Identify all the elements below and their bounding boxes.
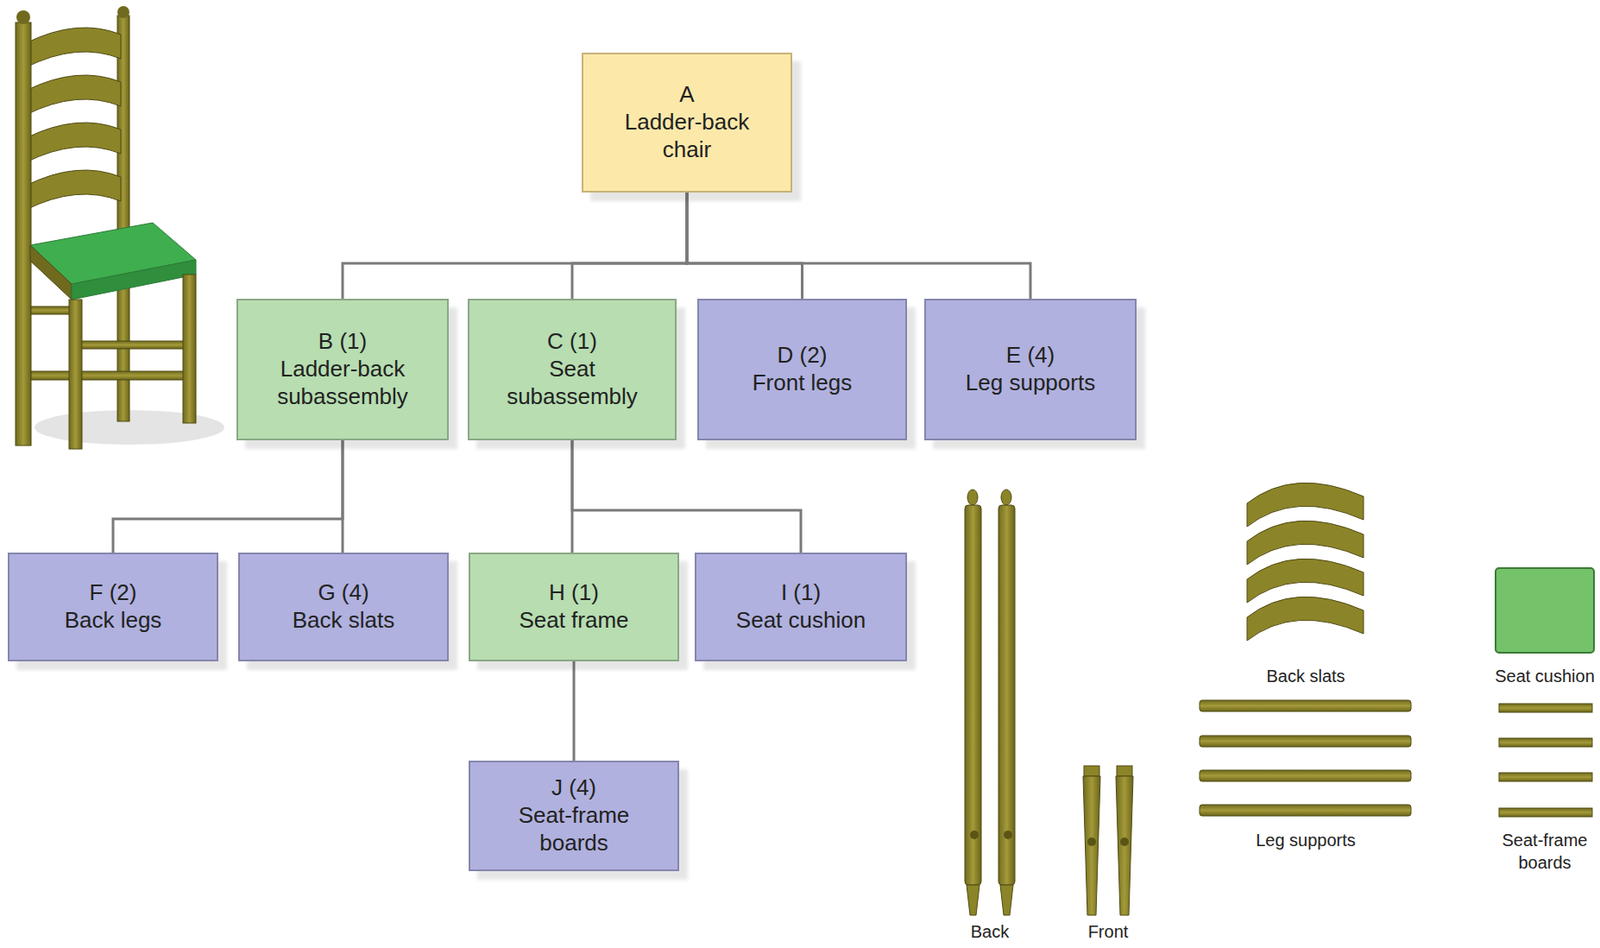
front-legs-illustration [1083, 765, 1134, 915]
item-name: Ladder-back chair [617, 108, 756, 164]
item-name: Seat cushion [736, 606, 866, 635]
item-name: Back slats [292, 606, 396, 635]
part-label: Leg supports [1228, 828, 1384, 851]
item-code: B (1) [318, 327, 367, 356]
seat-cushion-illustration [1495, 567, 1594, 653]
item-name: Front legs [752, 369, 853, 397]
tree-connector [341, 440, 345, 553]
seat-frame-boards-illustration [1499, 703, 1593, 817]
product-box: ALadder-back chair [581, 52, 793, 193]
item-code: C (1) [547, 327, 598, 356]
item-name: Seat frame [518, 606, 629, 635]
item-name: Leg supports [965, 369, 1096, 397]
item-code: F (2) [89, 579, 138, 607]
item-code: E (4) [1006, 341, 1055, 370]
part-box: F (2)Back legs [7, 552, 219, 662]
part-box: D (2)Front legs [697, 298, 908, 441]
tree-connector [572, 440, 801, 553]
part-label: Seat cushion [1491, 664, 1599, 687]
item-code: G (4) [317, 579, 369, 607]
tree-connector [686, 192, 1031, 299]
part-box: J (4)Seat-frame boards [468, 760, 680, 871]
item-name: Back legs [64, 606, 163, 635]
item-code: J (4) [551, 774, 597, 802]
tree-connector [573, 661, 576, 761]
item-name: Ladder-back subassembly [245, 355, 441, 410]
tree-connector [686, 192, 803, 299]
item-name: Seat-frame boards [496, 801, 652, 857]
item-code: D (2) [777, 341, 828, 370]
item-name: Seat subassembly [495, 355, 649, 410]
tree-connector [572, 192, 687, 299]
item-code: H (1) [548, 579, 599, 607]
back-legs-illustration [964, 489, 1015, 915]
subassembly-box: C (1)Seat subassembly [467, 298, 677, 441]
chair-illustration [15, 6, 225, 449]
back-slats-illustration [1247, 482, 1364, 641]
part-box: G (4)Back slats [238, 552, 449, 662]
part-label: Back [955, 919, 1025, 943]
tree-connector [342, 192, 687, 299]
part-label: Seat-frame boards [1493, 828, 1596, 874]
part-box: E (4)Leg supports [924, 298, 1137, 441]
item-code: I (1) [781, 579, 821, 607]
part-box: I (1)Seat cushion [694, 552, 908, 662]
item-code: A [679, 81, 694, 109]
subassembly-box: B (1)Ladder-back subassembly [236, 298, 449, 441]
leg-supports-illustration [1199, 699, 1412, 816]
part-label: Front [1073, 919, 1143, 943]
part-label: Back slats [1236, 664, 1375, 687]
subassembly-box: H (1)Seat frame [468, 552, 680, 662]
tree-connector [113, 440, 343, 553]
